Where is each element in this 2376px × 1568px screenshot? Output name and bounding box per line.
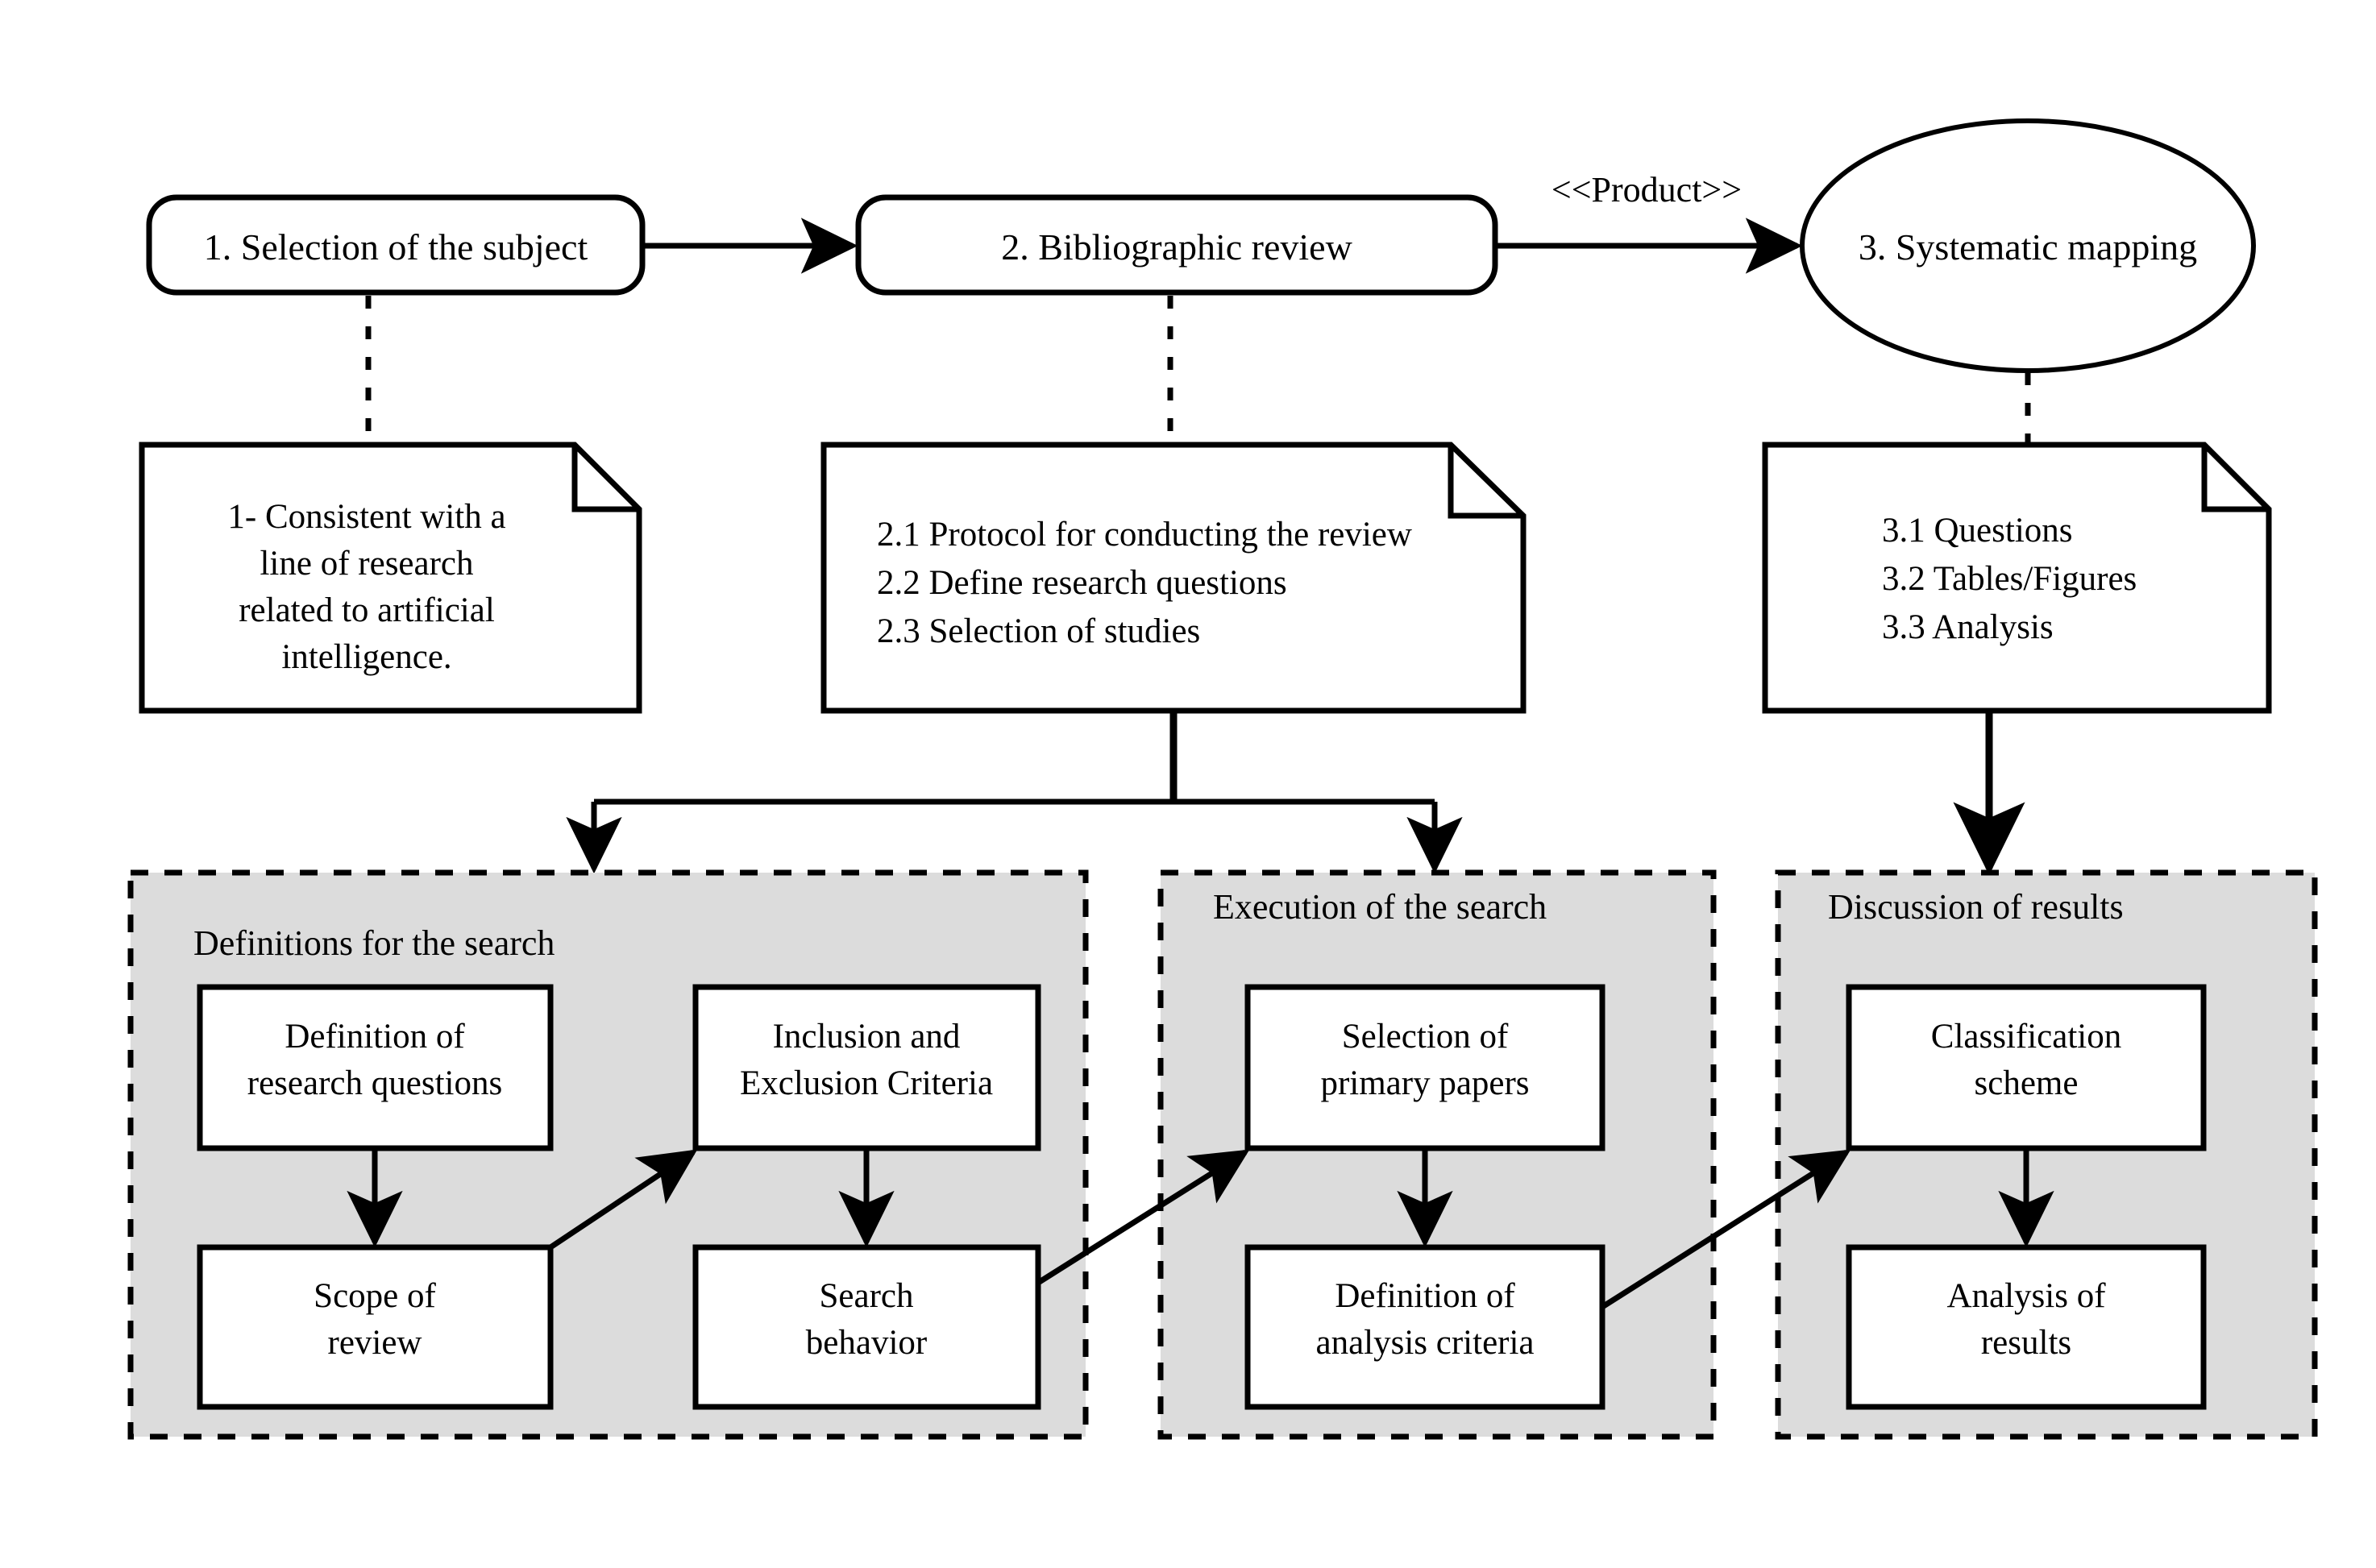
note-1-line-1: 1- Consistent with a (227, 498, 505, 536)
stage-3-label: 3. Systematic mapping (1859, 226, 2197, 268)
note-3-line-1: 3.1 Questions (1882, 512, 2073, 550)
note-2-line-2: 2.2 Define research questions (877, 564, 1287, 602)
node-classification-scheme[interactable]: Classification scheme (1846, 984, 2207, 1151)
note-3-line-3: 3.3 Analysis (1882, 608, 2054, 646)
group-discussion-label: Discussion of results (1828, 887, 2124, 927)
note-1-line-4: intelligence. (281, 638, 451, 676)
note-1-line-2: line of research (260, 545, 473, 583)
group-definitions-for-the-search[interactable]: Definitions for the search Definition of… (127, 869, 1089, 1440)
node-iec-line-2: Exclusion Criteria (740, 1064, 993, 1102)
node-iec-line-1: Inclusion and (773, 1018, 961, 1056)
note-1[interactable]: 1- Consistent with a line of research re… (139, 442, 642, 714)
note-3[interactable]: 3.1 Questions 3.2 Tables/Figures 3.3 Ana… (1762, 442, 2272, 714)
node-definition-of-research-questions[interactable]: Definition of research questions (197, 984, 554, 1151)
node-sor-line-2: review (328, 1324, 422, 1362)
note-1-line-3: related to artificial (239, 591, 495, 629)
node-sor-line-1: Scope of (314, 1277, 436, 1315)
note-2-line-3: 2.3 Selection of studies (877, 612, 1200, 650)
edge-search-behavior-to-spp (1036, 1149, 1250, 1285)
note-2[interactable]: 2.1 Protocol for conducting the review 2… (820, 442, 1527, 714)
group-execution-label: Execution of the search (1213, 887, 1547, 927)
node-aor-line-1: Analysis of (1946, 1277, 2106, 1315)
node-drq-line-1: Definition of (285, 1018, 465, 1056)
node-spp-line-2: primary papers (1320, 1064, 1529, 1102)
product-edge-label: <<Product>> (1551, 170, 1742, 209)
node-sb-line-1: Search (820, 1277, 914, 1315)
stage-1-label: 1. Selection of the subject (204, 226, 588, 268)
node-cs-line-1: Classification (1931, 1018, 2121, 1056)
note-3-line-2: 3.2 Tables/Figures (1882, 560, 2137, 598)
node-scope-of-review[interactable]: Scope of review (197, 1244, 554, 1410)
node-aor-line-2: results (1981, 1324, 2071, 1362)
node-sb-line-2: behavior (806, 1324, 927, 1362)
group-definitions-label: Definitions for the search (193, 923, 555, 963)
node-definition-of-analysis-criteria[interactable]: Definition of analysis criteria (1244, 1244, 1605, 1410)
node-selection-of-primary-papers[interactable]: Selection of primary papers (1244, 984, 1605, 1151)
node-search-behavior[interactable]: Search behavior (692, 1244, 1041, 1410)
edge-dac-to-classification-scheme (1601, 1149, 1851, 1309)
fork-note2-to-groups (566, 711, 1463, 874)
group-execution-of-the-search[interactable]: Execution of the search Selection of pri… (1157, 869, 1717, 1440)
stage-1-node[interactable]: 1. Selection of the subject (146, 194, 646, 296)
node-inclusion-and-exclusion-criteria[interactable]: Inclusion and Exclusion Criteria (692, 984, 1041, 1151)
node-dac-line-1: Definition of (1335, 1277, 1515, 1315)
stage-2-label: 2. Bibliographic review (1001, 226, 1352, 268)
node-analysis-of-results[interactable]: Analysis of results (1846, 1244, 2207, 1410)
node-cs-line-2: scheme (1975, 1064, 2079, 1102)
node-spp-line-1: Selection of (1342, 1018, 1509, 1056)
edge-scope-to-iec (549, 1149, 698, 1250)
node-dac-line-2: analysis criteria (1315, 1324, 1534, 1362)
note-2-line-1: 2.1 Protocol for conducting the review (877, 516, 1412, 554)
stage-3-node[interactable]: 3. Systematic mapping (1800, 118, 2256, 373)
stage-2-node[interactable]: 2. Bibliographic review (855, 194, 1498, 296)
group-discussion-of-results[interactable]: Discussion of results Classification sch… (1775, 869, 2318, 1440)
node-drq-line-2: research questions (247, 1064, 502, 1102)
